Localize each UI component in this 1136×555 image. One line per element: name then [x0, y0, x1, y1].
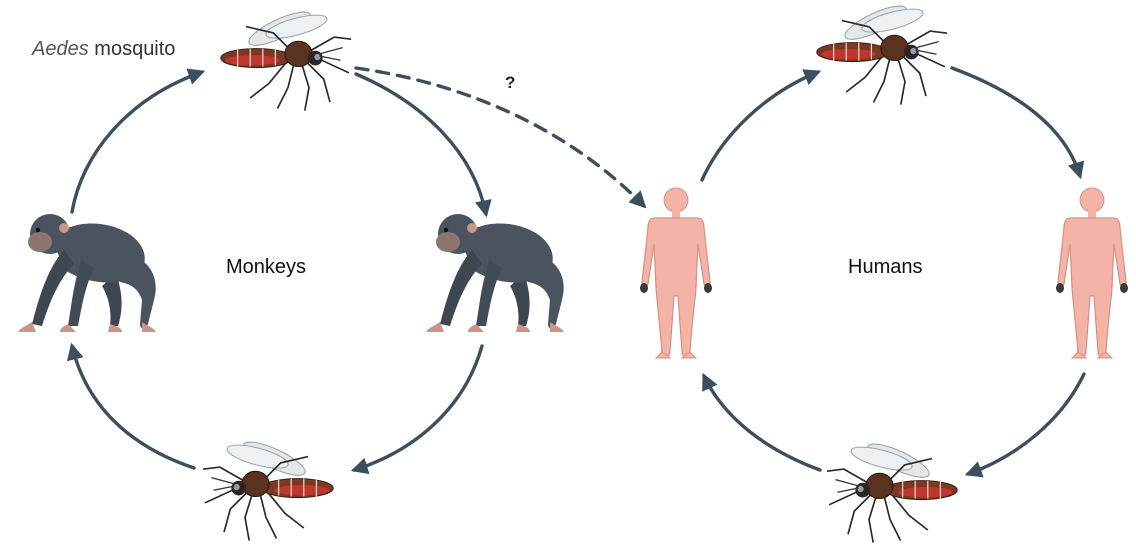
monkey-icon — [18, 214, 156, 332]
arrow-bottom-mosquito-to-human — [704, 376, 820, 470]
species-common-name: mosquito — [94, 38, 175, 60]
species-genus: Aedes — [32, 38, 89, 60]
mosquito-icon — [221, 6, 351, 111]
mosquito-icon — [827, 438, 957, 543]
dashed-spillover-arrow — [356, 68, 644, 206]
sylvatic-host-label: Monkeys — [226, 256, 306, 279]
mosquito-icon — [203, 436, 333, 541]
human-icon — [1056, 188, 1128, 358]
arrow-monkey-to-bottom-mosquito — [354, 346, 482, 470]
unknown-link-label: ? — [505, 73, 515, 93]
species-label: Aedes mosquito — [32, 38, 175, 61]
monkey-icon — [426, 214, 564, 332]
arrow-monkey-to-mosquito — [72, 72, 202, 212]
mosquito-icon — [817, 0, 947, 105]
arrow-mosquito-to-human — [952, 68, 1080, 176]
arrow-human-to-bottom-mosquito — [968, 374, 1084, 474]
arrow-bottom-mosquito-to-monkey — [72, 346, 194, 468]
arrow-human-to-mosquito — [702, 72, 818, 180]
human-icon — [640, 188, 712, 358]
urban-host-label: Humans — [848, 256, 922, 279]
